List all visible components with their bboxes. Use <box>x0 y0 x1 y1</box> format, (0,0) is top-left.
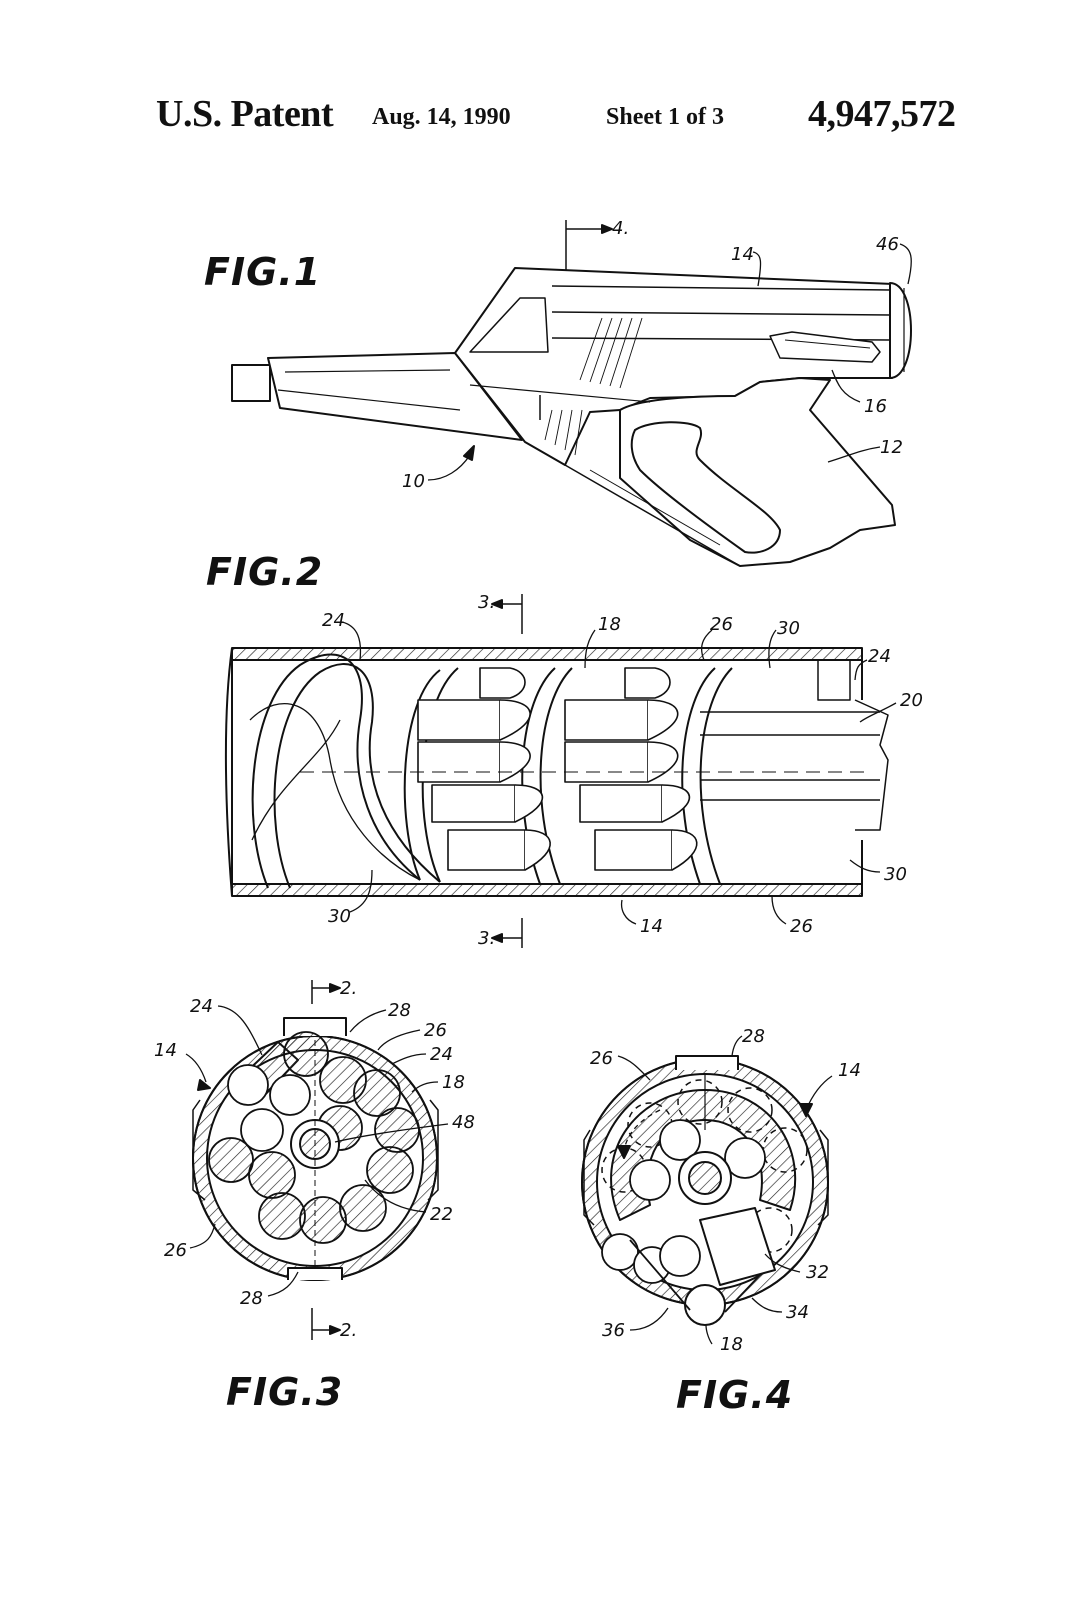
fig1-drawing <box>232 220 911 566</box>
fig3-ref-22: 22 <box>430 1204 453 1225</box>
fig1-ref-14: 14 <box>731 244 754 265</box>
fig3-ref-26b: 26 <box>164 1240 187 1261</box>
fig3-ref-2-bottom: 2. <box>340 1320 357 1341</box>
fig4-ref-28: 28 <box>742 1026 765 1047</box>
fig3-ref-14: 14 <box>154 1040 177 1061</box>
fig2-ref-30c: 30 <box>328 906 351 927</box>
fig4-ref-18: 18 <box>720 1334 743 1355</box>
fig2-ref-24a: 24 <box>322 610 345 631</box>
fig2-ref-3-bottom: 3. <box>478 928 495 949</box>
fig2-ref-24b: 24 <box>868 646 891 667</box>
fig2-ref-30b: 30 <box>884 864 907 885</box>
fig4-ref-36: 36 <box>602 1320 625 1341</box>
fig3-ref-28a: 28 <box>388 1000 411 1021</box>
fig1-ref-4: 4. <box>612 218 629 239</box>
fig3-drawing <box>186 980 448 1340</box>
fig2-ref-3-top: 3. <box>478 592 495 613</box>
fig2-ref-30a: 30 <box>777 618 800 639</box>
fig4-ref-14: 14 <box>838 1060 861 1081</box>
fig2-drawing <box>226 594 896 948</box>
fig3-ref-18: 18 <box>442 1072 465 1093</box>
fig3-ref-24a: 24 <box>190 996 213 1017</box>
fig2-ref-26b: 26 <box>790 916 813 937</box>
fig4-ref-32: 32 <box>806 1262 829 1283</box>
fig1-ref-16: 16 <box>864 396 887 417</box>
fig4-drawing <box>582 1036 832 1344</box>
fig4-ref-34: 34 <box>786 1302 809 1323</box>
fig3-ref-2-top: 2. <box>340 978 357 999</box>
fig3-ref-26a: 26 <box>424 1020 447 1041</box>
fig2-ref-18: 18 <box>598 614 621 635</box>
fig3-ref-24b: 24 <box>430 1044 453 1065</box>
fig1-ref-10: 10 <box>402 471 425 492</box>
fig3-ref-48: 48 <box>452 1112 475 1133</box>
fig2-ref-20: 20 <box>900 690 923 711</box>
fig1-ref-46: 46 <box>876 234 899 255</box>
fig2-ref-26a: 26 <box>710 614 733 635</box>
fig4-ref-26: 26 <box>590 1048 613 1069</box>
fig2-ref-14: 14 <box>640 916 663 937</box>
fig1-ref-12: 12 <box>880 437 903 458</box>
fig3-ref-28b: 28 <box>240 1288 263 1309</box>
